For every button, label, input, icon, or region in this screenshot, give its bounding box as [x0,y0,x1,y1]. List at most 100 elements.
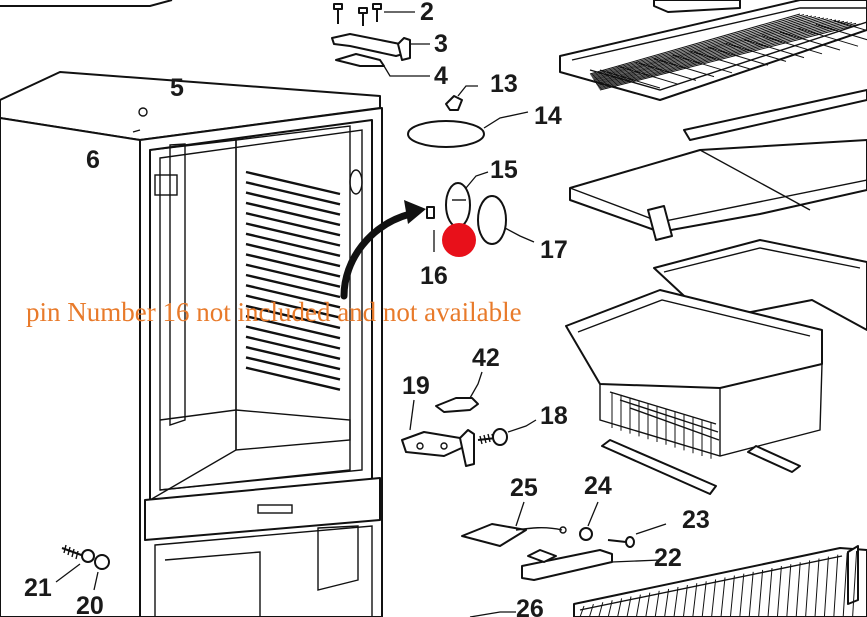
bottom-shelf-wire [645,592,651,617]
callout-17: 17 [540,236,568,264]
shelf-wire [833,20,867,32]
part-19-bottom-hinge [401,399,475,467]
louver-slat [245,242,341,268]
callout-4: 4 [434,62,448,90]
crisper-drawer-front [565,289,823,457]
shelf-wire [597,21,849,88]
louver-slat [245,263,341,288]
part-4-shim [335,53,430,77]
shelf-wire [592,16,817,79]
part-24-clip [579,501,599,541]
shelf-rail [683,89,867,141]
callout-23: 23 [682,506,710,534]
shelf-wire [635,61,697,81]
louver-slat [245,284,341,309]
shelf-wire [593,16,821,80]
callout-18: 18 [540,402,568,430]
callout-6: 6 [86,146,100,174]
louver-slat [245,294,341,319]
callout-26: 26 [516,595,544,617]
bottom-shelf-wire [654,590,660,617]
shelf-wire [599,22,857,90]
louver-slat [245,232,341,257]
shelf-wire [599,69,661,89]
bottom-wire-shelf [573,545,867,617]
evaporator-louvers [245,170,341,391]
shelf-wire [591,14,809,77]
louver-slat [245,181,341,206]
part-17-cover [477,195,535,245]
bottom-shelf-wire [795,562,801,617]
shelf-wire [761,35,823,55]
callout-16: 16 [420,262,448,290]
shelf-wire [599,23,861,91]
bottom-shelf-wire [682,585,688,617]
callout-14: 14 [534,102,562,130]
shelf-wire [815,23,867,41]
part-25-sensor [461,501,567,547]
shelf-wire [707,46,769,66]
pointer-arrow [340,200,426,300]
bottom-shelf-wire [673,586,679,617]
louver-slat [245,335,341,360]
bottom-shelf-wire [635,594,641,617]
callout-15: 15 [490,156,518,184]
shelf-wire [617,65,679,85]
shelf-wire [653,58,715,78]
callout-22: 22 [654,544,682,572]
louver-slat [245,191,341,216]
callout-2: 2 [420,0,434,26]
part-21-screw [55,544,95,583]
highlight-dot [442,223,476,257]
part-18-screw [477,419,537,446]
callout-21: 21 [24,574,52,602]
bottom-shelf-wire [814,558,820,617]
louver-slat [245,356,341,381]
shelf-wire [591,15,813,78]
louver-slat [245,304,341,330]
bottom-shelf-wire [711,579,717,617]
shelf-wire [743,39,805,59]
bottom-shelf-wire [664,588,670,617]
part-20-washer [93,554,110,591]
shelf-wire [595,19,837,85]
callout-13: 13 [490,70,518,98]
louver-slat [245,345,341,371]
part-26-panel [469,611,516,617]
part-3-hinge-bracket [331,33,430,61]
bottom-shelf-wire [786,564,792,617]
bottom-shelf-wire [729,575,735,617]
shelf-wire [725,42,787,62]
louver-slat [245,273,341,299]
bottom-shelf-wire [588,603,594,617]
top-corner-frame [0,0,173,7]
shelf-wire [671,54,733,74]
bottom-shelf-wire [758,569,764,617]
louver-slat [245,201,341,227]
louver-slat [245,170,341,196]
shelf-wire [596,20,841,86]
bottom-shelf-wire [579,605,585,617]
bottom-shelf-wire [598,602,604,617]
louver-slat [245,366,341,391]
shelf-wire [589,13,801,75]
shelf-wire [779,31,841,51]
bottom-shelf-wire [833,554,839,617]
shelf-wire [595,18,833,84]
bottom-shelf-wire [805,560,811,617]
part-23-screw [607,523,667,548]
bottom-shelf-wire [617,598,623,617]
top-right-item [653,0,741,13]
callout-3: 3 [434,30,448,58]
shelf-wire [590,14,805,76]
bottom-shelf-wire [607,600,613,617]
shelf-wire [598,22,853,89]
bottom-shelf-wire [739,573,745,617]
louver-slat [245,325,341,350]
part-14-lens [407,111,529,148]
louver-slat [245,222,341,247]
bottom-shelf-wire [626,596,632,617]
part-13-bulb-socket [445,85,478,111]
glass-shelf [569,139,867,241]
